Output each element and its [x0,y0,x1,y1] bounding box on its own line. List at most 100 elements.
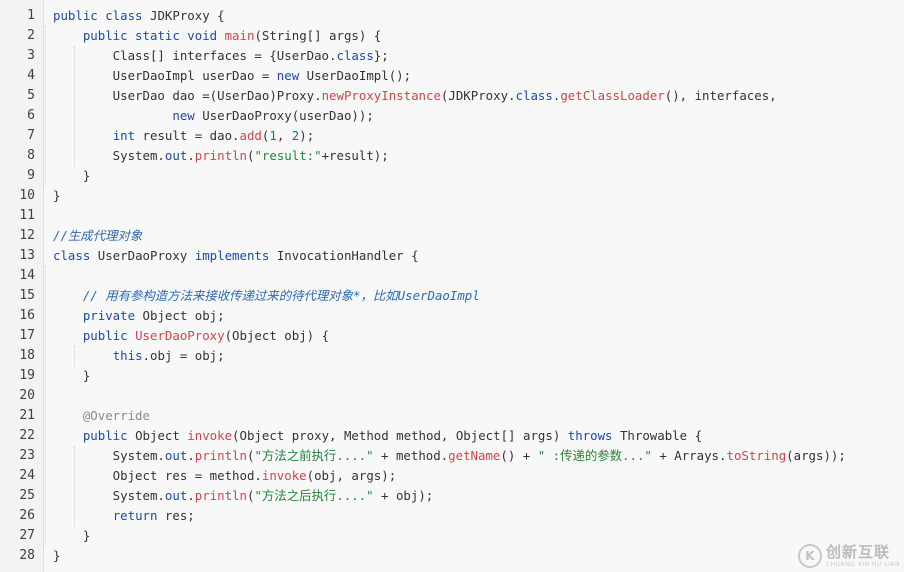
code-line: } [53,546,904,566]
code-line: System.out.println("result:"+result); [53,146,904,166]
code-token: out [164,148,188,163]
code-line: //生成代理对象 [53,226,904,246]
code-token: 1 [269,128,277,143]
code-token: . [187,148,195,163]
line-number: 14 [19,268,35,283]
line-number: 11 [19,208,35,223]
line-number: 6 [27,108,35,123]
code-token: newProxyInstance [321,88,441,103]
code-token: . [187,488,195,503]
code-token: return [112,508,165,523]
code-token: invoke [261,468,307,483]
code-token [53,428,83,443]
code-line: } [53,186,904,206]
code-token: . [552,88,561,103]
line-number: 23 [19,448,35,463]
code-token: Class[] interfaces = {UserDao. [53,48,337,63]
code-token: }; [373,48,389,63]
line-number: 12 [19,228,35,243]
code-line: } [53,366,904,386]
line-number: 27 [19,528,35,543]
line-number: 16 [19,308,35,323]
code-token: System. [53,448,165,463]
code-token: UserDaoProxy [97,248,195,263]
code-token: public [82,428,136,443]
code-line: @Override [53,406,904,426]
code-token: } [53,528,91,543]
code-line [53,266,904,286]
code-token: (), interfaces, [664,88,777,103]
line-number: 5 [27,88,35,103]
code-token: private [82,308,143,323]
line-number: 7 [27,128,35,143]
code-area[interactable]: public class JDKProxy { public static vo… [44,0,904,572]
line-number: 4 [27,68,35,83]
code-token: println [194,448,247,463]
code-line: } [53,166,904,186]
code-token: } [53,188,61,203]
code-token: (Object obj) { [224,328,330,343]
code-token: + method. [373,448,449,463]
code-line: } [53,526,904,546]
code-token: public class [53,8,150,23]
code-token: new [276,68,307,83]
code-token [53,28,83,43]
code-token: (JDKProxy. [440,88,516,103]
code-token: JDKProxy { [149,8,225,23]
line-number: 20 [19,388,35,403]
line-number: 10 [19,188,35,203]
code-token: Object [135,428,188,443]
code-line: System.out.println("方法之前执行...." + method… [53,446,904,466]
line-number: 8 [27,148,35,163]
code-token: UserDaoImpl(); [306,68,412,83]
code-token: add [239,128,262,143]
code-token: +result); [321,148,389,163]
code-token [53,328,83,343]
code-token: public [82,328,136,343]
line-number: 9 [27,168,35,183]
indent-guide [74,346,75,366]
code-token: UserDaoProxy(userDao)); [202,108,374,123]
code-token [53,288,83,303]
code-token: toString [726,448,787,463]
line-number: 26 [19,508,35,523]
code-token: int [112,128,143,143]
code-token: System. [53,488,165,503]
code-line: public UserDaoProxy(Object obj) { [53,326,904,346]
code-line: return res; [53,506,904,526]
code-token: out [164,488,188,503]
code-token: " :传递的参数..." [537,448,652,463]
line-number: 18 [19,348,35,363]
code-token: .obj = obj; [142,348,225,363]
watermark-name: 创新互联 [825,542,890,561]
code-token: out [164,448,188,463]
line-number: 13 [19,248,35,263]
watermark-subtitle: CHUANG XIN HU LIAN [825,560,900,568]
code-token: throws [567,428,620,443]
code-token: } [53,168,91,183]
code-token: ); [299,128,315,143]
code-line: this.obj = obj; [53,346,904,366]
code-token: "result:" [254,148,322,163]
code-token: } [53,548,61,563]
code-token: //生成代理对象 [53,228,143,243]
indent-guide [45,26,46,186]
code-line: System.out.println("方法之后执行...." + obj); [53,486,904,506]
code-token: System. [53,148,165,163]
code-token: ( [246,488,255,503]
code-token: (obj, args); [306,468,397,483]
code-token: , [276,128,292,143]
code-token: + obj); [373,488,434,503]
line-number: 19 [19,368,35,383]
code-line [53,206,904,226]
code-token: this [112,348,143,363]
code-token: implements [194,248,277,263]
code-token: } [53,368,91,383]
code-token: ( [261,128,270,143]
code-token: (String[] args) { [254,28,382,43]
code-token: // 用有参构造方法来接收传递过来的待代理对象*，比如UserDaoImpl [82,288,480,303]
indent-guide [74,46,75,166]
line-number: 24 [19,468,35,483]
line-number: 22 [19,428,35,443]
